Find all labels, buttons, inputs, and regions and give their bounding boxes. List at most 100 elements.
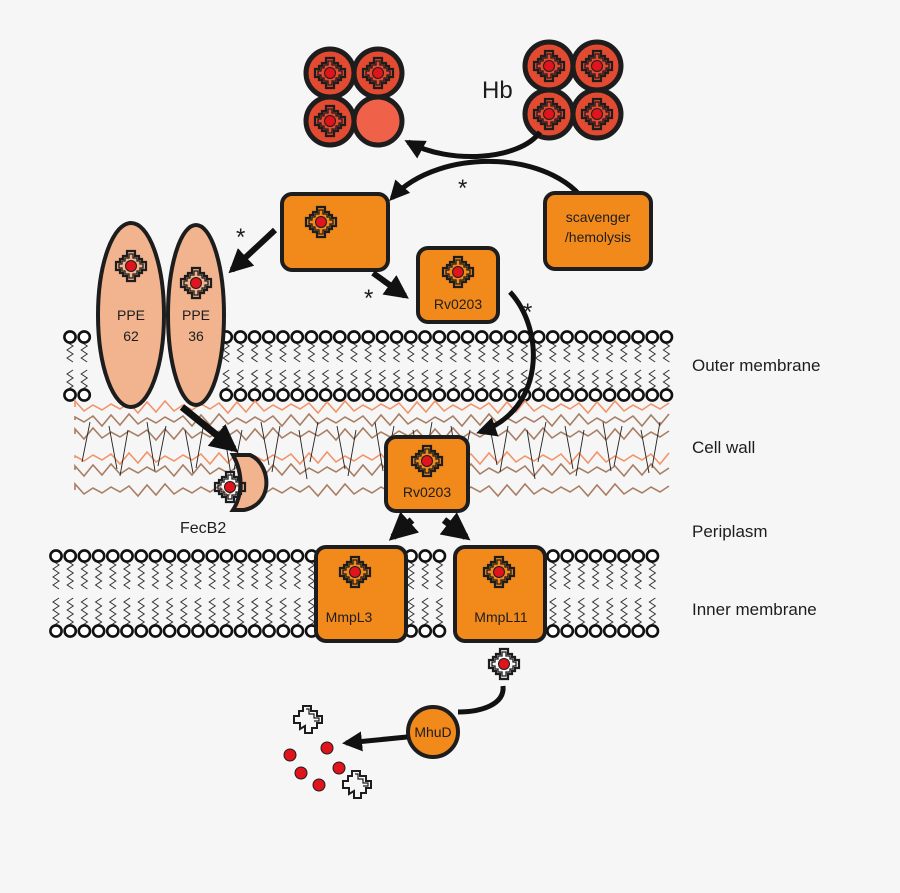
iron-ion-icon [283, 748, 297, 762]
lipid-head [432, 330, 447, 344]
lipid-head [247, 388, 262, 402]
hb-label: Hb [482, 77, 513, 104]
cell-wall-crosslink [81, 421, 91, 463]
lipid-head [631, 624, 646, 638]
lipid-head [418, 330, 432, 344]
cell-wall-crosslink [526, 429, 536, 480]
scavenger-hemolysis-box [543, 191, 653, 271]
lipid-head [631, 330, 645, 344]
cell-wall-strand [74, 426, 670, 442]
lipid-head [588, 549, 603, 563]
lipid-head [489, 388, 503, 402]
lipid-head [63, 549, 78, 563]
cell-wall-crosslink [613, 425, 623, 467]
lipid-head [432, 388, 447, 402]
lipid-head [191, 624, 205, 638]
cell-wall-crosslink [499, 425, 509, 473]
lipid-head [389, 330, 404, 344]
lipid-head [219, 549, 234, 563]
lipid-head [105, 624, 120, 638]
ppe36-label: PPE [182, 307, 210, 323]
arrow-icon [179, 404, 239, 453]
fecb2-label: FecB2 [180, 520, 226, 537]
lipid-head [418, 624, 433, 638]
porphyrin-fragment-icon [293, 705, 323, 734]
outer-membrane-label: Outer membrane [692, 356, 821, 375]
lipid-head [91, 624, 106, 638]
lipid-head [105, 549, 120, 563]
lipid-head [474, 330, 489, 344]
lipid-head [276, 624, 291, 638]
arrow-icon [404, 130, 543, 159]
iron-ion-group [283, 741, 346, 792]
hemolysis-label: /hemolysis [565, 229, 631, 245]
arrow-icon [457, 685, 506, 715]
asterisk-label: * [364, 285, 373, 312]
cell-wall-crosslink [575, 429, 585, 477]
lipid-head [347, 388, 361, 402]
arrow-icon [228, 227, 278, 274]
lipid-head [446, 330, 461, 344]
lipid-head [262, 624, 276, 638]
lipid-head [560, 549, 575, 563]
cell-wall-crosslink [157, 425, 167, 467]
lipid-head [49, 624, 63, 638]
lipid-head [546, 624, 560, 638]
lipid-head [332, 330, 347, 344]
lipid-head [659, 388, 674, 402]
periplasm-label: Periplasm [692, 522, 768, 541]
cell-wall-crosslink [651, 421, 661, 469]
lipid-head [560, 624, 575, 638]
lipid-head [49, 549, 63, 563]
lipid-head [588, 388, 603, 402]
lipid-head [503, 330, 518, 344]
rv0203-wall-box [384, 435, 470, 513]
cell-wall-strand [74, 412, 670, 428]
lipid-head [262, 549, 276, 563]
lipid-head [219, 624, 234, 638]
cell-wall-crosslink [108, 425, 118, 470]
free-heme-box [280, 192, 390, 272]
cell-wall [74, 398, 670, 498]
lipid-head [63, 388, 77, 402]
lipid-head [460, 330, 475, 344]
ppe62-number: 62 [123, 328, 139, 344]
lipid-head [403, 388, 418, 402]
cell-wall-crosslink [119, 429, 129, 477]
lipid-head [645, 549, 660, 563]
inner-membrane [49, 549, 660, 638]
cell-wall-crosslink [602, 421, 612, 472]
lipid-head [276, 549, 291, 563]
lipid-head [63, 330, 77, 344]
arrow-icon [388, 511, 420, 541]
lipid-head [134, 549, 149, 563]
fecb2-protein [229, 453, 269, 512]
lipid-head [304, 330, 319, 344]
ppe36-protein [166, 223, 226, 407]
mmpl3-label: MmpL3 [326, 609, 373, 625]
lipid-head [148, 549, 163, 563]
asterisk-label: * [523, 299, 532, 326]
arrow-icon [371, 270, 409, 299]
cell-wall-crosslink [640, 429, 650, 474]
lipid-head [460, 388, 475, 402]
lipid-head [602, 624, 617, 638]
lipid-head [645, 330, 660, 344]
lipid-head [318, 388, 333, 402]
lipid-head [616, 330, 631, 344]
lipid-head [290, 624, 305, 638]
mhud-enzyme [406, 705, 460, 759]
cell-wall-strand [74, 398, 670, 415]
lipid-head [134, 624, 149, 638]
cell-wall-crosslink [195, 421, 205, 469]
cell-wall-strand [74, 481, 670, 498]
lipid-head [546, 549, 560, 563]
lipid-head [176, 624, 191, 638]
scavenger-label: scavenger [566, 209, 631, 225]
cell-wall-crosslink [374, 421, 384, 472]
cell-wall-crosslink [146, 421, 156, 472]
lipid-head [631, 388, 645, 402]
lipid-head [219, 388, 234, 402]
rv0203-outer-label: Rv0203 [434, 296, 482, 312]
